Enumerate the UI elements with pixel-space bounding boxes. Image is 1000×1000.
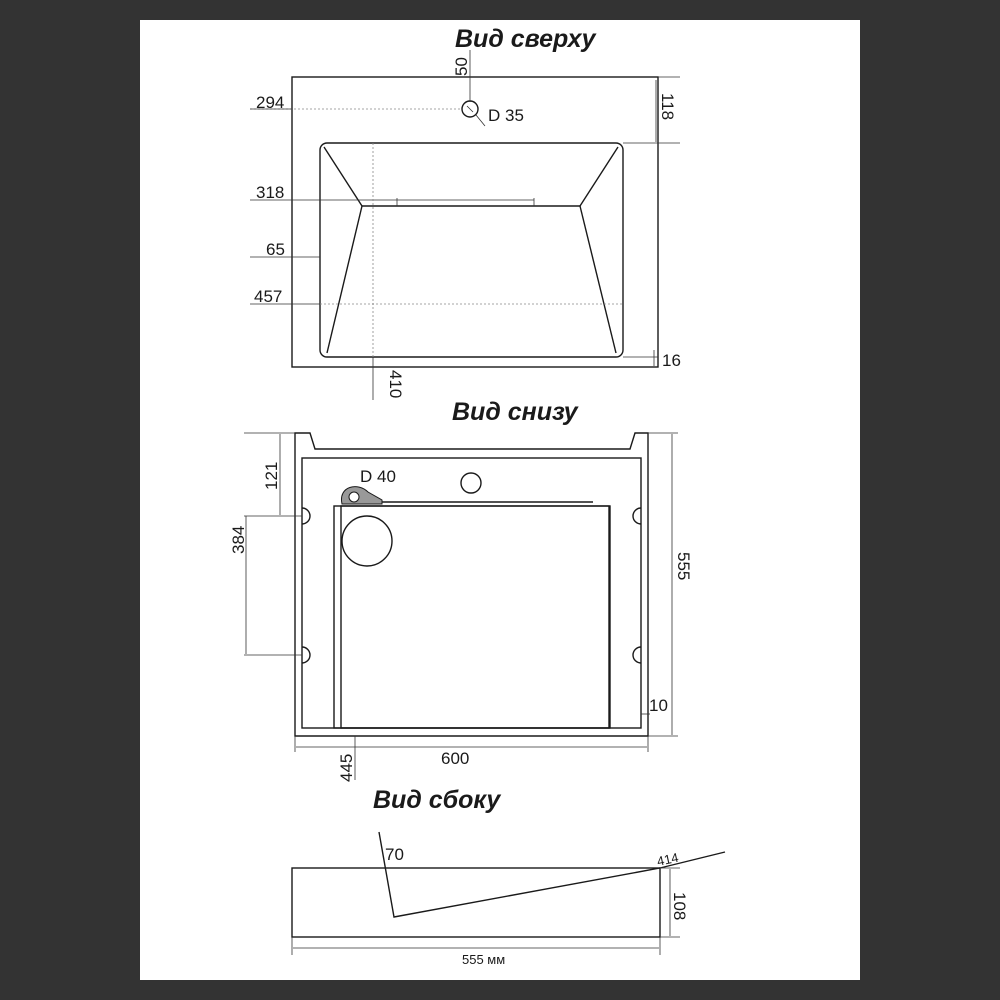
overflow-hole-icon <box>460 472 482 494</box>
dim-555mm: 555 мм <box>462 952 505 967</box>
drain-d40-label: D 40 <box>360 467 396 486</box>
basin-outline <box>319 142 624 358</box>
bottom-view: Вид снизу D 40 10 600 121 3 <box>229 398 693 782</box>
side-basin-profile <box>378 831 726 918</box>
dim-65: 65 <box>266 240 285 259</box>
drain-bracket <box>341 486 383 505</box>
dim-457: 457 <box>254 287 282 306</box>
bottom-view-title: Вид снизу <box>452 398 579 426</box>
dim-318: 318 <box>256 183 284 202</box>
top-view-title: Вид сверху <box>455 25 597 53</box>
side-view-outline <box>291 867 661 938</box>
top-view-outline <box>291 76 659 368</box>
dim-50: 50 <box>452 57 471 76</box>
hole-d35-label: D 35 <box>488 106 524 125</box>
drawing-sheet: Вид сверху 294 318 65 457 D 35 16 <box>140 20 860 980</box>
dim-108: 108 <box>670 892 689 920</box>
side-view: Вид сбоку 70 414 108 555 мм <box>291 786 726 967</box>
dim-414: 414 <box>656 850 680 869</box>
dim-118: 118 <box>658 93 677 120</box>
dim-445: 445 <box>337 754 356 782</box>
dim-384: 384 <box>229 526 248 554</box>
side-view-title: Вид сбоку <box>373 786 501 814</box>
bottom-panel-back <box>333 505 611 729</box>
dim-16: 16 <box>662 351 681 370</box>
dim-10: 10 <box>649 696 668 715</box>
dim-121: 121 <box>262 462 281 490</box>
top-view: Вид сверху 294 318 65 457 D 35 16 <box>250 25 681 400</box>
dim-555: 555 <box>674 552 693 580</box>
dim-294: 294 <box>256 93 284 112</box>
dim-70: 70 <box>385 845 404 864</box>
mount-holes <box>301 507 642 664</box>
drain-hole-icon <box>348 491 360 503</box>
bottom-view-outline <box>294 432 649 737</box>
technical-drawing: Вид сверху 294 318 65 457 D 35 16 <box>229 25 726 967</box>
bottom-panel <box>340 505 610 729</box>
dim-600: 600 <box>441 749 469 768</box>
drain-circle <box>341 515 393 567</box>
dim-410: 410 <box>386 370 405 398</box>
